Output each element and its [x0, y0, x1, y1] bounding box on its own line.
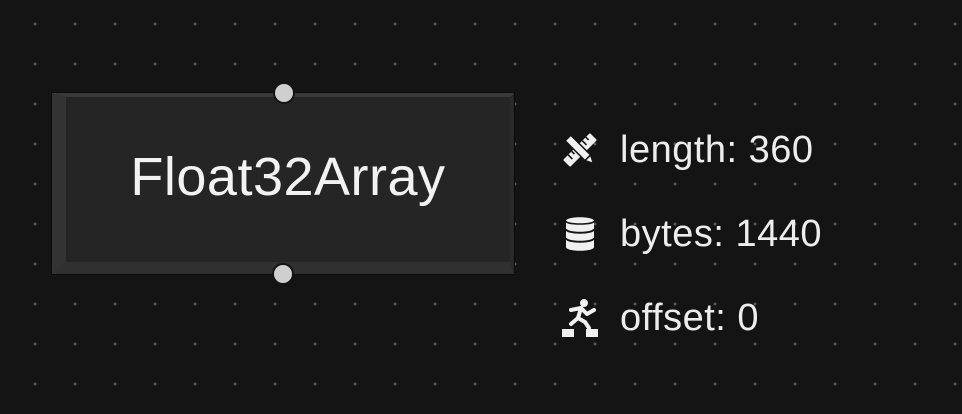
stat-length: length: 360	[558, 108, 822, 192]
node-stats-panel: length: 360 bytes: 1440	[558, 108, 822, 360]
stat-bytes-label: bytes:	[620, 212, 725, 255]
typed-array-node[interactable]: Float32Array	[52, 93, 514, 274]
node-title: Float32Array	[130, 146, 446, 207]
stat-bytes: bytes: 1440	[558, 192, 822, 276]
stat-length-label: length:	[620, 128, 738, 171]
output-port[interactable]	[272, 263, 294, 285]
stat-bytes-value: 1440	[735, 212, 822, 255]
stat-offset-value: 0	[737, 296, 760, 339]
step-up-icon	[558, 296, 602, 340]
input-port[interactable]	[273, 82, 295, 104]
ruler-pencil-icon	[558, 128, 602, 172]
stat-length-value: 360	[748, 128, 814, 171]
database-icon	[558, 212, 602, 256]
stat-offset: offset: 0	[558, 276, 822, 360]
stat-offset-label: offset:	[620, 296, 727, 339]
